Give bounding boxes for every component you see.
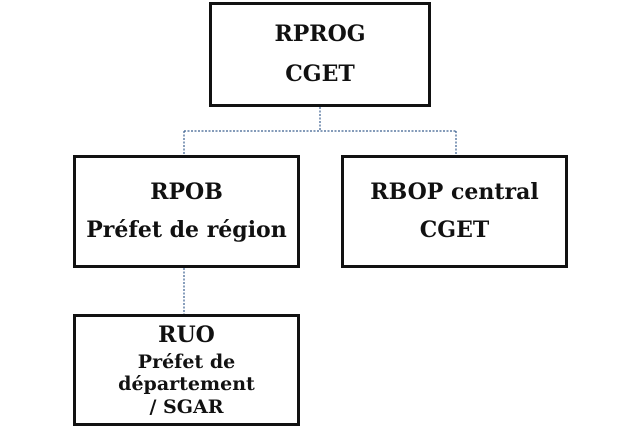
box-rprog-subtitle: CGET	[285, 60, 355, 87]
box-rpob-title: RPOB	[150, 178, 223, 205]
box-ruo-title: RUO	[158, 321, 215, 348]
box-rbop-title: RBOP central	[370, 178, 539, 205]
box-rpob: RPOB Préfet de région	[73, 155, 300, 268]
box-rprog: RPROG CGET	[209, 2, 431, 107]
box-ruo: RUO Préfet de département / SGAR	[73, 314, 300, 426]
box-rpob-subtitle: Préfet de région	[86, 216, 287, 243]
box-ruo-subtitle-line1: Préfet de département	[118, 350, 255, 396]
box-ruo-subtitle-line2: / SGAR	[149, 396, 224, 419]
box-rprog-title: RPROG	[274, 20, 366, 47]
box-rbop-subtitle: CGET	[419, 216, 490, 243]
box-rbop-central: RBOP central CGET	[341, 155, 568, 268]
